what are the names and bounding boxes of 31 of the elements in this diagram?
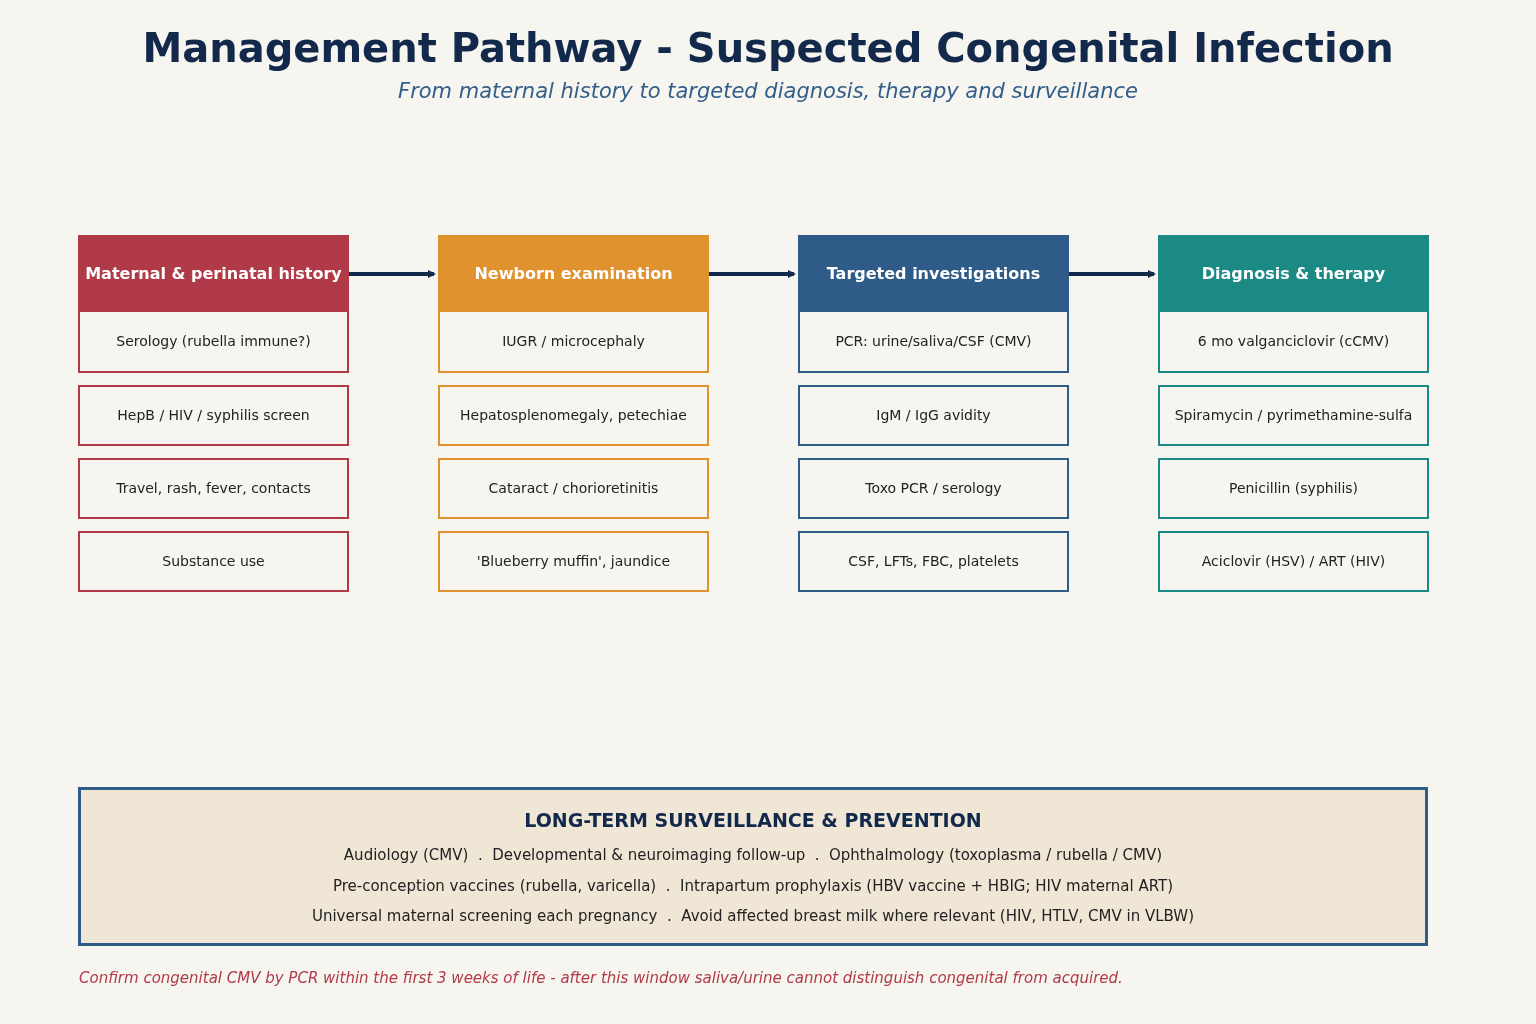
step-box: Aciclovir (HSV) / ART (HIV) bbox=[1158, 531, 1429, 592]
subtitle: From maternal history to targeted diagnosis, therapy and surveillance bbox=[398, 78, 1138, 105]
arrow bbox=[349, 270, 436, 278]
step-box: Cataract / chorioretinitis bbox=[438, 458, 709, 519]
step-box: IgM / IgG avidity bbox=[798, 385, 1069, 446]
panel-line: Pre-conception vaccines (rubella, varicella) . Intrapartum prophylaxis (HBV vaccine + HBIG; HIV maternal ART) bbox=[332, 875, 1174, 897]
step-box: Spiramycin / pyrimethamine-sulfa bbox=[1158, 385, 1429, 446]
title: Management Pathway - Suspected Congenital Infection bbox=[142, 24, 1394, 73]
step-box: IUGR / microcephaly bbox=[438, 312, 709, 373]
column-header: Newborn examination bbox=[438, 235, 709, 313]
surveillance-panel bbox=[78, 787, 1428, 946]
arrow bbox=[1069, 270, 1156, 278]
step-box: Penicillin (syphilis) bbox=[1158, 458, 1429, 519]
step-box: HepB / HIV / syphilis screen bbox=[78, 385, 349, 446]
panel-heading: LONG-TERM SURVEILLANCE & PREVENTION bbox=[524, 807, 982, 833]
step-box: Substance use bbox=[78, 531, 349, 592]
step-box: 'Blueberry muffin', jaundice bbox=[438, 531, 709, 592]
column-header: Targeted investigations bbox=[798, 235, 1069, 313]
step-box: PCR: urine/saliva/CSF (CMV) bbox=[798, 312, 1069, 373]
step-box: Hepatosplenomegaly, petechiae bbox=[438, 385, 709, 446]
column-header: Diagnosis & therapy bbox=[1158, 235, 1429, 313]
arrow bbox=[709, 270, 796, 278]
footnote: Confirm congenital CMV by PCR within the first 3 weeks of life - after this window saliva/urine cannot distinguish congenital from acquired. bbox=[79, 968, 1123, 989]
panel-line: Audiology (CMV) . Developmental & neuroimaging follow-up . Ophthalmology (toxoplasma / rubella / CMV) bbox=[343, 845, 1163, 866]
panel-line: Universal maternal screening each pregnancy . Avoid affected breast milk where relevant (HIV, HTLV, CMV in VLBW) bbox=[311, 906, 1195, 927]
step-box: 6 mo valganciclovir (cCMV) bbox=[1158, 312, 1429, 373]
step-box: Travel, rash, fever, contacts bbox=[78, 458, 349, 519]
step-box: Toxo PCR / serology bbox=[798, 458, 1069, 519]
step-box: Serology (rubella immune?) bbox=[78, 312, 349, 373]
column-header: Maternal & perinatal history bbox=[78, 235, 349, 313]
step-box: CSF, LFTs, FBC, platelets bbox=[798, 531, 1069, 592]
